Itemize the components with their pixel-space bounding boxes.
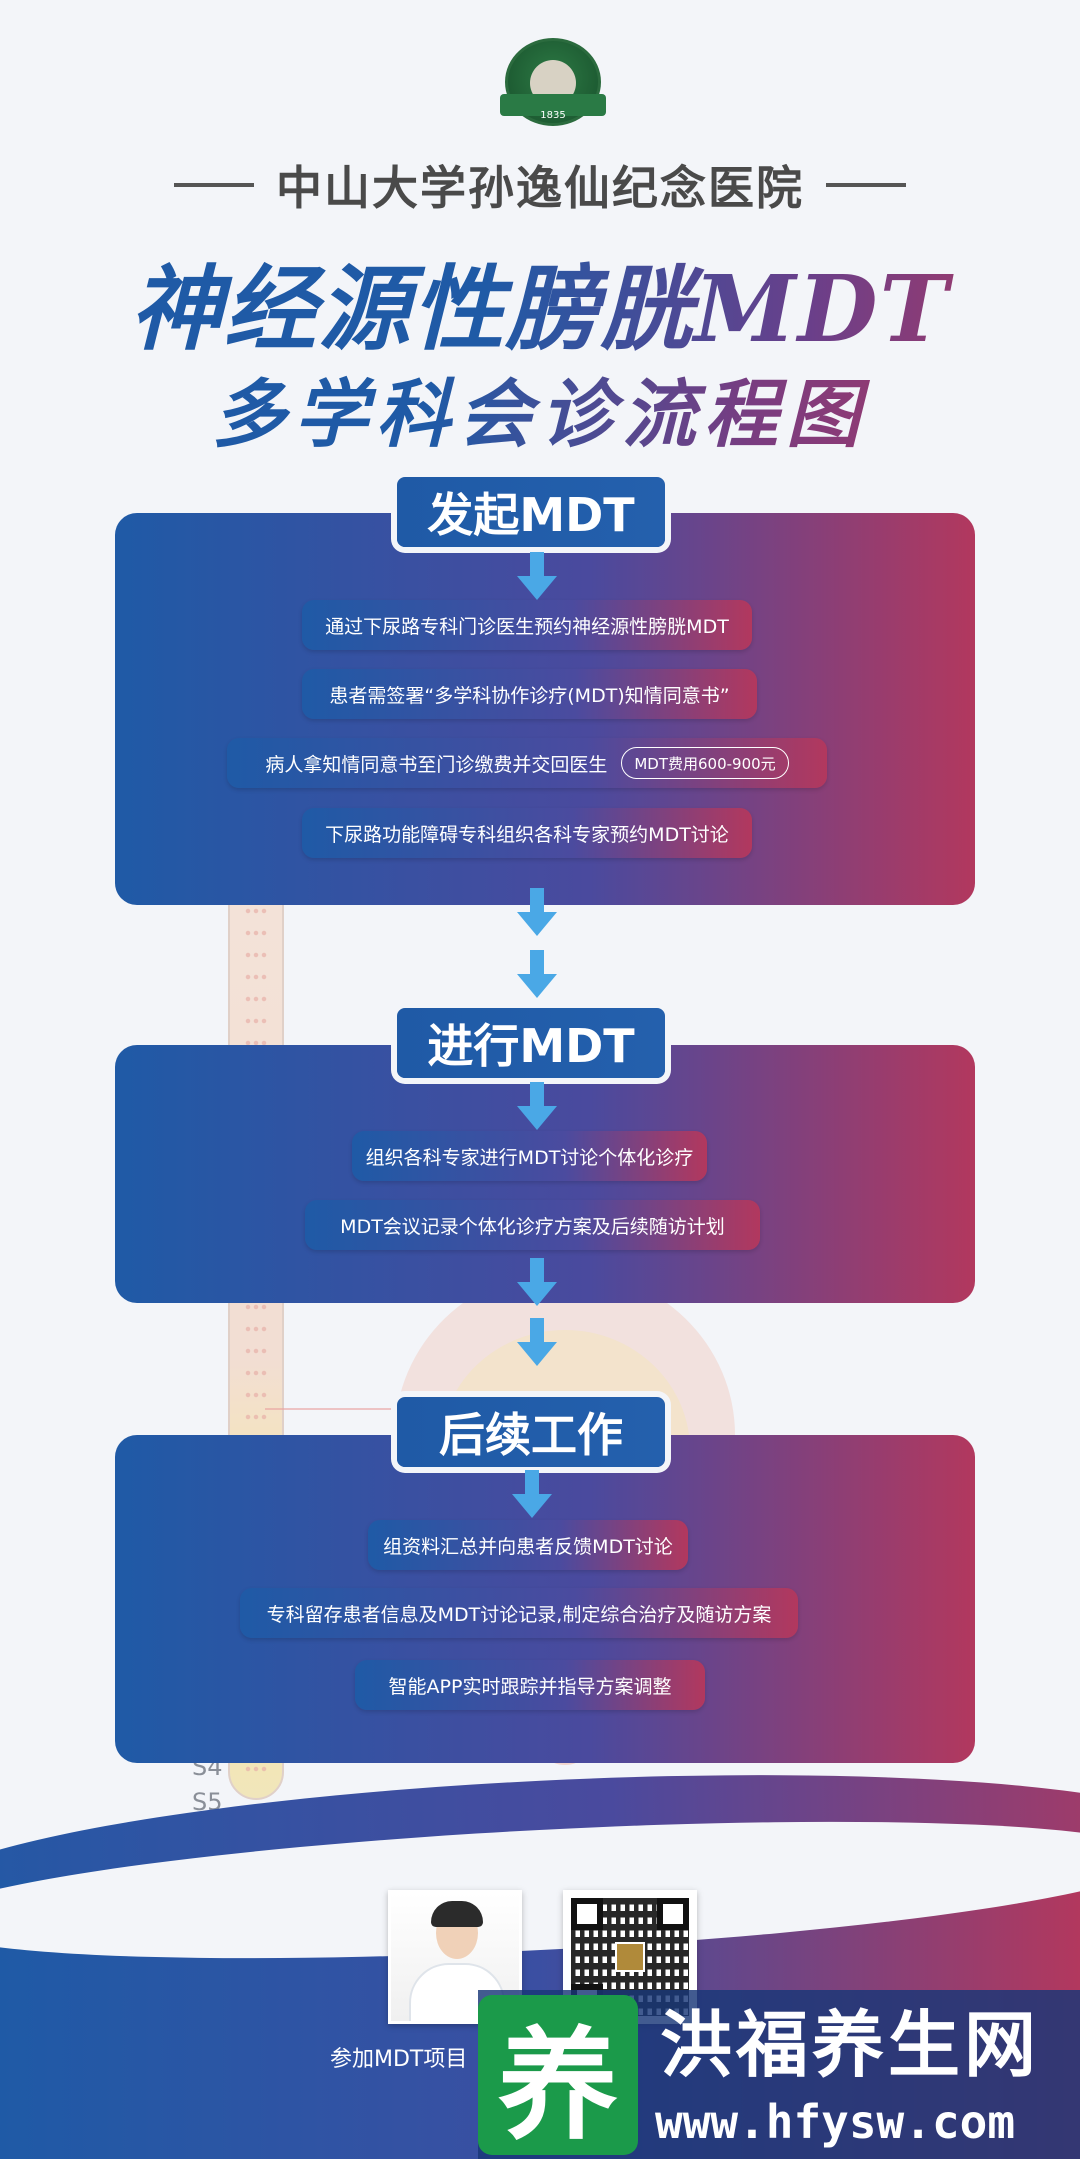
logo-ribbon bbox=[500, 94, 606, 116]
flow-step: 智能APP实时跟踪并指导方案调整 bbox=[355, 1660, 705, 1710]
flow-step: 通过下尿路专科门诊医生预约神经源性膀胱MDT bbox=[302, 600, 752, 650]
hospital-name: 中山大学孙逸仙纪念医院 bbox=[276, 161, 804, 215]
footer-caption: 参加MDT项目 bbox=[330, 2047, 468, 2072]
section-heading-followup: 后续工作 bbox=[397, 1397, 665, 1467]
hospital-header: 中山大学孙逸仙纪念医院 bbox=[0, 150, 1080, 220]
qr-finder bbox=[657, 1898, 689, 1930]
logo-year: 1835 bbox=[540, 110, 566, 121]
arrow-down-icon bbox=[517, 950, 557, 1000]
qr-finder bbox=[571, 1898, 603, 1930]
arrow-down-icon bbox=[517, 888, 557, 938]
section-heading-conduct: 进行MDT bbox=[397, 1008, 665, 1078]
flow-step: 专科留存患者信息及MDT讨论记录,制定综合治疗及随访方案 bbox=[240, 1588, 798, 1638]
flow-step: MDT会议记录个体化诊疗方案及后续随访计划 bbox=[305, 1200, 760, 1250]
arrow-down-icon bbox=[517, 1082, 557, 1132]
page-title: 神经源性膀胱MDT bbox=[0, 235, 1080, 368]
fee-badge: MDT费用600-900元 bbox=[621, 747, 789, 779]
arrow-down-icon bbox=[517, 552, 557, 602]
watermark-logo-icon: 养 bbox=[478, 1995, 638, 2156]
page-subtitle: 多学科会诊流程图 bbox=[0, 355, 1080, 462]
arrow-down-icon bbox=[517, 1318, 557, 1368]
flow-step-with-fee: 病人拿知情同意书至门诊缴费并交回医生 MDT费用600-900元 bbox=[227, 738, 827, 788]
arrow-down-icon bbox=[517, 1258, 557, 1308]
qr-logo bbox=[615, 1942, 645, 1972]
flow-step: 组资料汇总并向患者反馈MDT讨论 bbox=[368, 1520, 688, 1570]
flow-step: 组织各科专家进行MDT讨论个体化诊疗 bbox=[352, 1131, 707, 1181]
header-rule-right bbox=[826, 183, 906, 187]
watermark-url: www.hfysw.com bbox=[655, 2095, 1016, 2149]
flow-step: 患者需签署“多学科协作诊疗(MDT)知情同意书” bbox=[302, 669, 757, 719]
arrow-down-icon bbox=[512, 1470, 552, 1520]
nerve-line bbox=[265, 1408, 405, 1410]
photo-hair bbox=[431, 1901, 483, 1927]
flow-step: 下尿路功能障碍专科组织各科专家预约MDT讨论 bbox=[302, 808, 752, 858]
watermark-site-name: 洪福养生网 bbox=[660, 2003, 1041, 2087]
flow-step-text: 病人拿知情同意书至门诊缴费并交回医生 bbox=[265, 753, 608, 776]
header-rule-left bbox=[174, 183, 254, 187]
section-heading-initiate: 发起MDT bbox=[397, 477, 665, 547]
